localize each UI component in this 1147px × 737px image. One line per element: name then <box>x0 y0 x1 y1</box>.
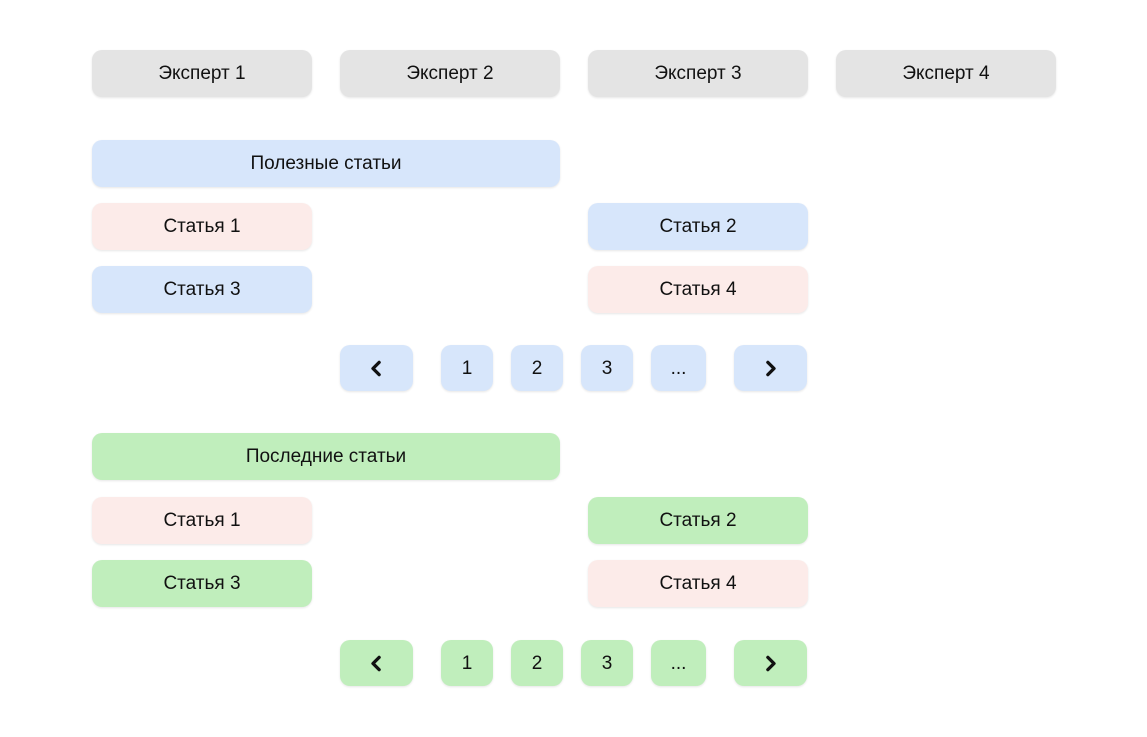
latest-pagination-page-2[interactable]: 2 <box>511 640 563 686</box>
useful-pagination-page-2[interactable]: 2 <box>511 345 563 391</box>
useful-pagination: 1 2 3 ... <box>0 345 1147 391</box>
useful-pagination-page-1[interactable]: 1 <box>441 345 493 391</box>
chevron-right-icon <box>766 655 776 671</box>
experts-row: Эксперт 1 Эксперт 2 Эксперт 3 Эксперт 4 <box>92 50 1056 97</box>
chevron-left-icon <box>371 655 381 671</box>
latest-pagination: 1 2 3 ... <box>0 640 1147 686</box>
useful-article-1-button[interactable]: Статья 1 <box>92 203 312 250</box>
latest-pagination-page-3[interactable]: 3 <box>581 640 633 686</box>
useful-pagination-ellipsis[interactable]: ... <box>651 345 706 391</box>
latest-pagination-prev-button[interactable] <box>340 640 413 686</box>
latest-article-3-button[interactable]: Статья 3 <box>92 560 312 607</box>
chevron-right-icon <box>766 360 776 376</box>
latest-pagination-ellipsis[interactable]: ... <box>651 640 706 686</box>
latest-articles-title-banner: Последние статьи <box>92 433 560 480</box>
useful-pagination-prev-button[interactable] <box>340 345 413 391</box>
latest-article-4-button[interactable]: Статья 4 <box>588 560 808 607</box>
useful-article-2-button[interactable]: Статья 2 <box>588 203 808 250</box>
expert-button-1[interactable]: Эксперт 1 <box>92 50 312 97</box>
useful-pagination-next-button[interactable] <box>734 345 807 391</box>
expert-button-2[interactable]: Эксперт 2 <box>340 50 560 97</box>
latest-article-2-button[interactable]: Статья 2 <box>588 497 808 544</box>
useful-articles-grid: Статья 1 Статья 2 Статья 3 Статья 4 <box>92 203 1056 313</box>
expert-button-4[interactable]: Эксперт 4 <box>836 50 1056 97</box>
chevron-left-icon <box>371 360 381 376</box>
latest-pagination-next-button[interactable] <box>734 640 807 686</box>
useful-pagination-page-3[interactable]: 3 <box>581 345 633 391</box>
useful-articles-title-banner: Полезные статьи <box>92 140 560 187</box>
useful-article-4-button[interactable]: Статья 4 <box>588 266 808 313</box>
latest-article-1-button[interactable]: Статья 1 <box>92 497 312 544</box>
latest-pagination-page-1[interactable]: 1 <box>441 640 493 686</box>
expert-button-3[interactable]: Эксперт 3 <box>588 50 808 97</box>
latest-articles-grid: Статья 1 Статья 2 Статья 3 Статья 4 <box>92 497 1056 607</box>
useful-article-3-button[interactable]: Статья 3 <box>92 266 312 313</box>
